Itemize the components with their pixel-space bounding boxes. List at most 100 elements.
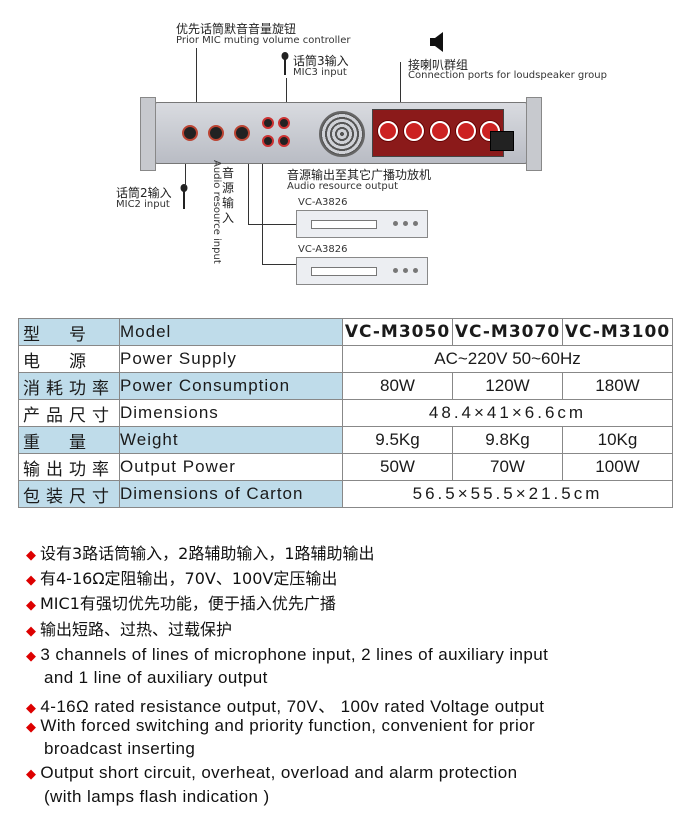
row-value: 56.5×55.5×21.5cm — [342, 480, 673, 508]
row-cn: 输出功率 — [18, 453, 120, 481]
amp-led — [413, 221, 418, 226]
table-header-row: 型 号 Model VC-M3050 VC-M3070 VC-M3100 — [18, 318, 673, 346]
callout-priority-en: Prior MIC muting volume controller — [176, 35, 351, 46]
amp-led — [413, 268, 418, 273]
speaker-terminal — [456, 121, 476, 141]
leader-line — [400, 62, 401, 114]
speaker-terminal — [430, 121, 450, 141]
speaker-icon — [429, 32, 445, 52]
amp-display — [311, 267, 377, 276]
rack-ear-right — [526, 97, 542, 171]
feature-en: ◆3 channels of lines of microphone input… — [26, 645, 548, 665]
callout-mic3-en: MIC3 input — [293, 67, 347, 78]
amplifier-unit — [296, 210, 428, 238]
row-cn: 重 量 — [18, 426, 120, 454]
callout-mic2-cn: 话筒2输入 — [116, 186, 172, 200]
amp-led — [393, 268, 398, 273]
row-value: 48.4×41×6.6cm — [342, 399, 673, 427]
row-value: 50W — [342, 453, 453, 481]
bullet-icon: ◆ — [26, 648, 37, 663]
leader-line — [262, 164, 263, 264]
callout-audio-in-cn: 音源输入 — [222, 166, 235, 225]
leader-line — [248, 224, 296, 225]
row-en: Dimensions — [119, 399, 343, 427]
feature-cn: ◆设有3路话筒输入，2路辅助输入，1路辅助输出 — [26, 540, 375, 564]
feature-en-text: Output short circuit, overheat, overload… — [40, 763, 518, 782]
table-row: 产品尺寸 Dimensions 48.4×41×6.6cm — [18, 399, 673, 427]
feature-en: ◆Output short circuit, overheat, overloa… — [26, 763, 517, 783]
callout-priority-cn: 优先话筒默音音量旋钮 — [176, 22, 297, 36]
bullet-icon: ◆ — [26, 624, 36, 639]
amp-display — [311, 220, 377, 229]
row-en: Dimensions of Carton — [119, 480, 343, 508]
row-value: 9.5Kg — [342, 426, 453, 454]
feature-en-cont: (with lamps flash indication ) — [44, 787, 270, 806]
amp-led — [393, 221, 398, 226]
bullet-icon: ◆ — [26, 719, 37, 734]
feature-cn: ◆ MIC1有强切优先功能，便于插入优先广播 — [26, 590, 336, 614]
row-value: 10Kg — [562, 426, 673, 454]
table-row: 消耗功率 Power Consumption 80W 120W 180W — [18, 372, 673, 400]
amp-led — [403, 268, 408, 273]
leader-line — [262, 264, 296, 265]
bullet-icon: ◆ — [26, 700, 37, 715]
mic3-jack — [208, 125, 224, 141]
row-value: 80W — [342, 372, 453, 400]
model-cell: VC-M3100 — [562, 318, 673, 346]
speaker-terminal — [378, 121, 398, 141]
priority-knob — [234, 125, 250, 141]
feature-en-cont: broadcast inserting — [44, 739, 196, 758]
row-cn: 产品尺寸 — [18, 399, 120, 427]
callout-audio-out-cn: 音源输出至其它广播功放机 — [287, 168, 432, 182]
rear-panel-diagram: 优先话筒默音音量旋钮 Prior MIC muting volume contr… — [0, 0, 700, 300]
row-en: Weight — [119, 426, 343, 454]
feature-en-text: With forced switching and priority funct… — [40, 716, 536, 735]
power-socket — [490, 131, 514, 151]
leader-line — [286, 78, 287, 114]
leader-line — [248, 164, 249, 224]
microphone-icon — [281, 52, 289, 76]
feature-en-text: 3 channels of lines of microphone input,… — [40, 645, 549, 664]
microphone-icon — [180, 184, 188, 210]
bullet-icon: ◆ — [26, 766, 37, 781]
row-en: Power Consumption — [119, 372, 343, 400]
callout-mic3-cn: 话筒3输入 — [293, 54, 349, 68]
spec-table: 型 号 Model VC-M3050 VC-M3070 VC-M3100 电 源… — [18, 318, 673, 508]
feature-en: ◆With forced switching and priority func… — [26, 716, 535, 736]
row-en: Output Power — [119, 453, 343, 481]
amplifier-unit — [296, 257, 428, 285]
amp1-label: VC-A3826 — [298, 197, 348, 208]
feature-cn: ◆ 输出短路、过热、过载保护 — [26, 616, 232, 640]
rca-jack — [278, 135, 290, 147]
leader-line — [196, 48, 197, 114]
callout-mic2-en: MIC2 input — [116, 199, 170, 210]
feature-cn-text: 输出短路、过热、过载保护 — [40, 620, 233, 639]
header-cn: 型 号 — [18, 318, 120, 346]
header-en: Model — [119, 318, 343, 346]
bullet-icon: ◆ — [26, 598, 36, 613]
row-cn: 包装尺寸 — [18, 480, 120, 508]
feature-en-cont: and 1 line of auxiliary output — [44, 668, 268, 687]
row-value: 120W — [452, 372, 563, 400]
mic2-jack — [182, 125, 198, 141]
row-cn: 电 源 — [18, 345, 120, 373]
fan-icon — [319, 111, 365, 157]
bullet-icon: ◆ — [26, 573, 36, 588]
leader-line — [185, 164, 186, 186]
rca-jack — [278, 117, 290, 129]
mixer-amplifier-rear-panel — [140, 97, 542, 171]
amp-led — [403, 221, 408, 226]
row-value: 180W — [562, 372, 673, 400]
model-cell: VC-M3050 — [342, 318, 453, 346]
feature-cn-text: MIC1有强切优先功能，便于插入优先广播 — [40, 594, 336, 613]
rca-jack — [262, 135, 274, 147]
model-cell: VC-M3070 — [452, 318, 563, 346]
speaker-terminal — [404, 121, 424, 141]
amp2-label: VC-A3826 — [298, 244, 348, 255]
feature-en-text: 4-16Ω rated resistance output, 70V、 100v… — [40, 697, 545, 716]
row-value: 9.8Kg — [452, 426, 563, 454]
callout-audio-out-en: Audio resource output — [287, 181, 399, 192]
row-value: 100W — [562, 453, 673, 481]
feature-cn-text: 有4-16Ω定阻输出，70V、100V定压输出 — [40, 569, 338, 588]
rca-jack — [262, 117, 274, 129]
